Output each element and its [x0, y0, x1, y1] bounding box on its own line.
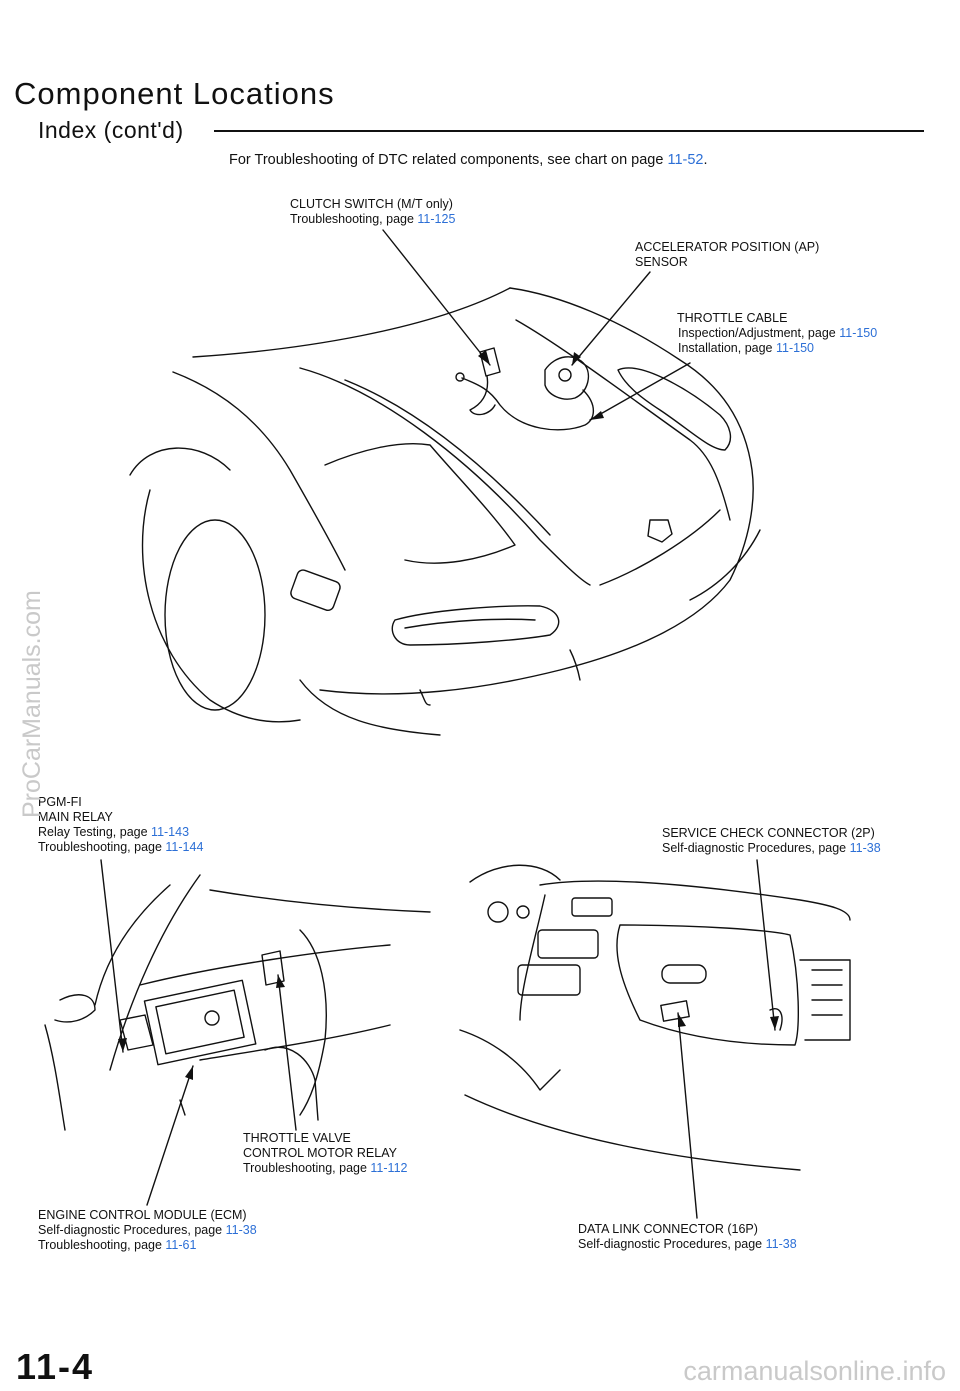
throttle-valve-link[interactable]: 11-112	[370, 1161, 408, 1175]
page-title: Component Locations	[14, 76, 335, 111]
ecm-trouble-link[interactable]: 11-61	[165, 1238, 197, 1252]
dlc-procedures: Self-diagnostic Procedures, page 11-38	[578, 1237, 797, 1251]
clutch-switch-link[interactable]: 11-125	[417, 212, 456, 226]
page-number: 11-4	[16, 1346, 95, 1387]
dlc-title: DATA LINK CONNECTOR (16P)	[578, 1222, 758, 1236]
pgm-fi-relay-testing: Relay Testing, page 11-143	[38, 825, 190, 839]
throttle-valve-title: THROTTLE VALVE	[243, 1131, 351, 1145]
dtc-note-end: .	[703, 152, 708, 168]
ecm-title: ENGINE CONTROL MODULE (ECM)	[38, 1208, 247, 1222]
dtc-note-text: For Troubleshooting of DTC related compo…	[229, 152, 668, 168]
label-service-check-connector: SERVICE CHECK CONNECTOR (2P) Self-diagno…	[662, 826, 881, 856]
throttle-cable-inspection-link[interactable]: 11-150	[839, 326, 878, 340]
dlc-link[interactable]: 11-38	[765, 1237, 797, 1251]
throttle-cable-installation: Installation, page 11-150	[678, 341, 814, 355]
label-ap-sensor: ACCELERATOR POSITION (AP) SENSOR	[635, 240, 819, 270]
service-check-procedures: Self-diagnostic Procedures, page 11-38	[662, 841, 881, 855]
ecm-procedures-link[interactable]: 11-38	[225, 1223, 257, 1237]
ap-sensor-title: ACCELERATOR POSITION (AP)	[635, 240, 820, 254]
pgm-fi-relay-testing-link[interactable]: 11-143	[151, 825, 190, 839]
clutch-switch-title: CLUTCH SWITCH (M/T only)	[290, 197, 453, 211]
label-clutch-switch: CLUTCH SWITCH (M/T only) Troubleshooting…	[290, 197, 455, 227]
clutch-switch-drawing	[469, 347, 501, 416]
label-pgm-fi-relay: PGM-FI MAIN RELAY Relay Testing, page 11…	[38, 795, 203, 855]
dtc-note: For Troubleshooting of DTC related compo…	[229, 152, 708, 168]
pgm-fi-title-2: MAIN RELAY	[38, 810, 113, 824]
throttle-cable-inspection: Inspection/Adjustment, page 11-150	[678, 326, 878, 340]
ecm-procedures: Self-diagnostic Procedures, page 11-38	[38, 1223, 257, 1237]
label-data-link-connector: DATA LINK CONNECTOR (16P) Self-diagnosti…	[578, 1222, 797, 1252]
ap-sensor-title-2: SENSOR	[635, 255, 688, 269]
throttle-cable-installation-link[interactable]: 11-150	[776, 341, 814, 355]
ap-sensor-drawing	[455, 356, 595, 431]
pgm-fi-trouble: Troubleshooting, page 11-144	[38, 840, 204, 854]
pgm-fi-trouble-link[interactable]: 11-144	[165, 840, 204, 854]
dtc-note-link[interactable]: 11-52	[667, 152, 704, 168]
throttle-valve-trouble: Troubleshooting, page 11-112	[243, 1161, 408, 1175]
ecm-interior-drawing	[44, 874, 431, 1131]
service-check-title: SERVICE CHECK CONNECTOR (2P)	[662, 826, 875, 840]
clutch-switch-trouble: Troubleshooting, page 11-125	[290, 212, 456, 226]
dashboard-interior-drawing	[459, 864, 851, 1171]
service-check-link[interactable]: 11-38	[849, 841, 881, 855]
throttle-valve-title-2: CONTROL MOTOR RELAY	[243, 1146, 397, 1160]
header-rule	[214, 130, 924, 132]
watermark-carmanualsonline: carmanualsonline.info	[683, 1356, 946, 1386]
page-subtitle: Index (cont'd)	[38, 117, 184, 143]
label-ecm: ENGINE CONTROL MODULE (ECM) Self-diagnos…	[38, 1208, 257, 1253]
label-throttle-cable: THROTTLE CABLE Inspection/Adjustment, pa…	[677, 311, 877, 356]
throttle-cable-title: THROTTLE CABLE	[677, 311, 788, 325]
watermark-procarmanuals: ProCarManuals.com	[18, 590, 46, 818]
ecm-trouble: Troubleshooting, page 11-61	[38, 1238, 197, 1252]
car-front-drawing	[129, 287, 761, 736]
label-throttle-valve-relay: THROTTLE VALVE CONTROL MOTOR RELAY Troub…	[243, 1131, 407, 1176]
pgm-fi-title: PGM-FI	[38, 795, 82, 809]
